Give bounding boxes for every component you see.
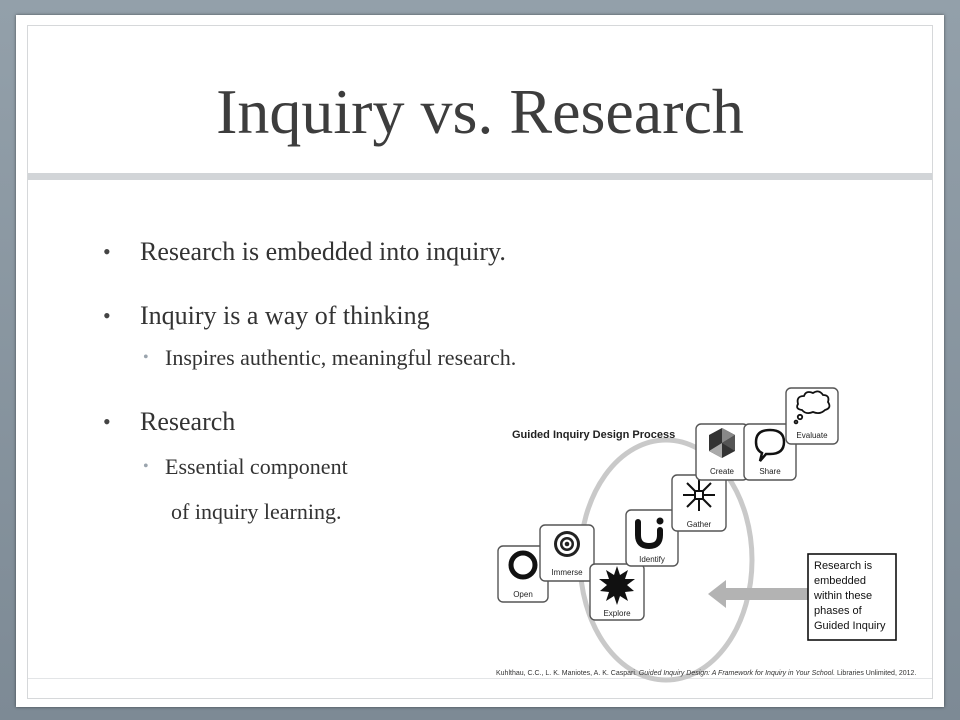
bullet-dot-icon: • <box>103 239 111 264</box>
sub-bullet-text: of inquiry learning. <box>171 499 342 524</box>
hexagon-cube-icon <box>709 428 735 458</box>
step-label: Share <box>759 467 781 476</box>
target-icon <box>554 531 580 557</box>
citation-authors: Kuhlthau, C.C., L. K. Maniotes, A. K. Ca… <box>496 670 639 677</box>
identify-hook-icon <box>635 517 664 550</box>
step-label: Evaluate <box>796 431 828 440</box>
title-divider <box>28 173 932 180</box>
step-explore: Explore <box>589 563 645 621</box>
sub-bullet-item: • Inspires authentic, meaningful researc… <box>143 344 517 372</box>
callout-box: Research is embedded within these phases… <box>807 553 897 641</box>
footer-divider <box>28 678 932 679</box>
step-label: Immerse <box>551 568 583 577</box>
bullet-text: Inquiry is a way of thinking <box>140 301 430 330</box>
callout-line: Research is <box>814 560 873 572</box>
citation-title: Guided Inquiry Design: A Framework for I… <box>638 670 836 677</box>
step-identify: Identify <box>625 509 679 567</box>
bullet-text: Research <box>140 407 236 436</box>
slide-border: Inquiry vs. Research <box>27 25 933 699</box>
step-label: Open <box>513 590 533 599</box>
step-share: Share <box>743 423 797 481</box>
slide-title: Inquiry vs. Research <box>216 76 744 147</box>
starburst-icon <box>599 566 635 605</box>
step-open: Open <box>497 545 549 603</box>
title-band: Inquiry vs. Research <box>28 26 932 173</box>
bullet-item: • Research is embedded into inquiry. <box>103 236 506 268</box>
bullet-dot-icon: • <box>103 303 111 328</box>
gather-arrows-icon <box>683 479 715 511</box>
step-gather: Gather <box>671 474 727 532</box>
step-label: Gather <box>687 520 712 529</box>
bullet-item: • Inquiry is a way of thinking <box>103 300 430 332</box>
bullet-dot-icon: • <box>103 409 111 434</box>
callout-line: embedded <box>814 575 866 587</box>
sub-bullet-text: Inspires authentic, meaningful research. <box>165 345 517 370</box>
open-circle-icon <box>508 550 538 580</box>
callout-line: phases of <box>814 605 863 617</box>
bullet-text: Research is embedded into inquiry. <box>140 237 506 266</box>
guided-inquiry-diagram: Guided Inquiry Design Process Open Immer… <box>482 372 932 692</box>
thought-cloud-icon <box>793 390 831 425</box>
step-label: Create <box>710 467 735 476</box>
sub-bullet-text: Essential component <box>165 454 348 479</box>
citation-publisher: Libraries Unlimited, 2012. <box>835 670 917 677</box>
citation: Kuhlthau, C.C., L. K. Maniotes, A. K. Ca… <box>496 670 916 677</box>
diagram-svg: Guided Inquiry Design Process Open Immer… <box>497 387 897 683</box>
speech-bubble-icon <box>754 428 786 462</box>
bullet-item: • Research <box>103 406 236 438</box>
sub-bullet-continuation: of inquiry learning. <box>171 498 341 526</box>
diagram-title: Guided Inquiry Design Process <box>512 429 675 441</box>
step-evaluate: Evaluate <box>785 387 839 445</box>
step-create: Create <box>695 423 749 481</box>
step-label: Explore <box>603 609 631 618</box>
arrow-left-icon <box>708 580 808 608</box>
callout-line: Guided Inquiry <box>814 620 886 632</box>
step-immerse: Immerse <box>539 524 595 582</box>
callout-line: within these <box>813 590 872 602</box>
sub-bullet-dot-icon: • <box>143 458 149 475</box>
sub-bullet-item: • Essential component <box>143 453 348 481</box>
sub-bullet-dot-icon: • <box>143 349 149 366</box>
step-label: Identify <box>639 555 665 564</box>
